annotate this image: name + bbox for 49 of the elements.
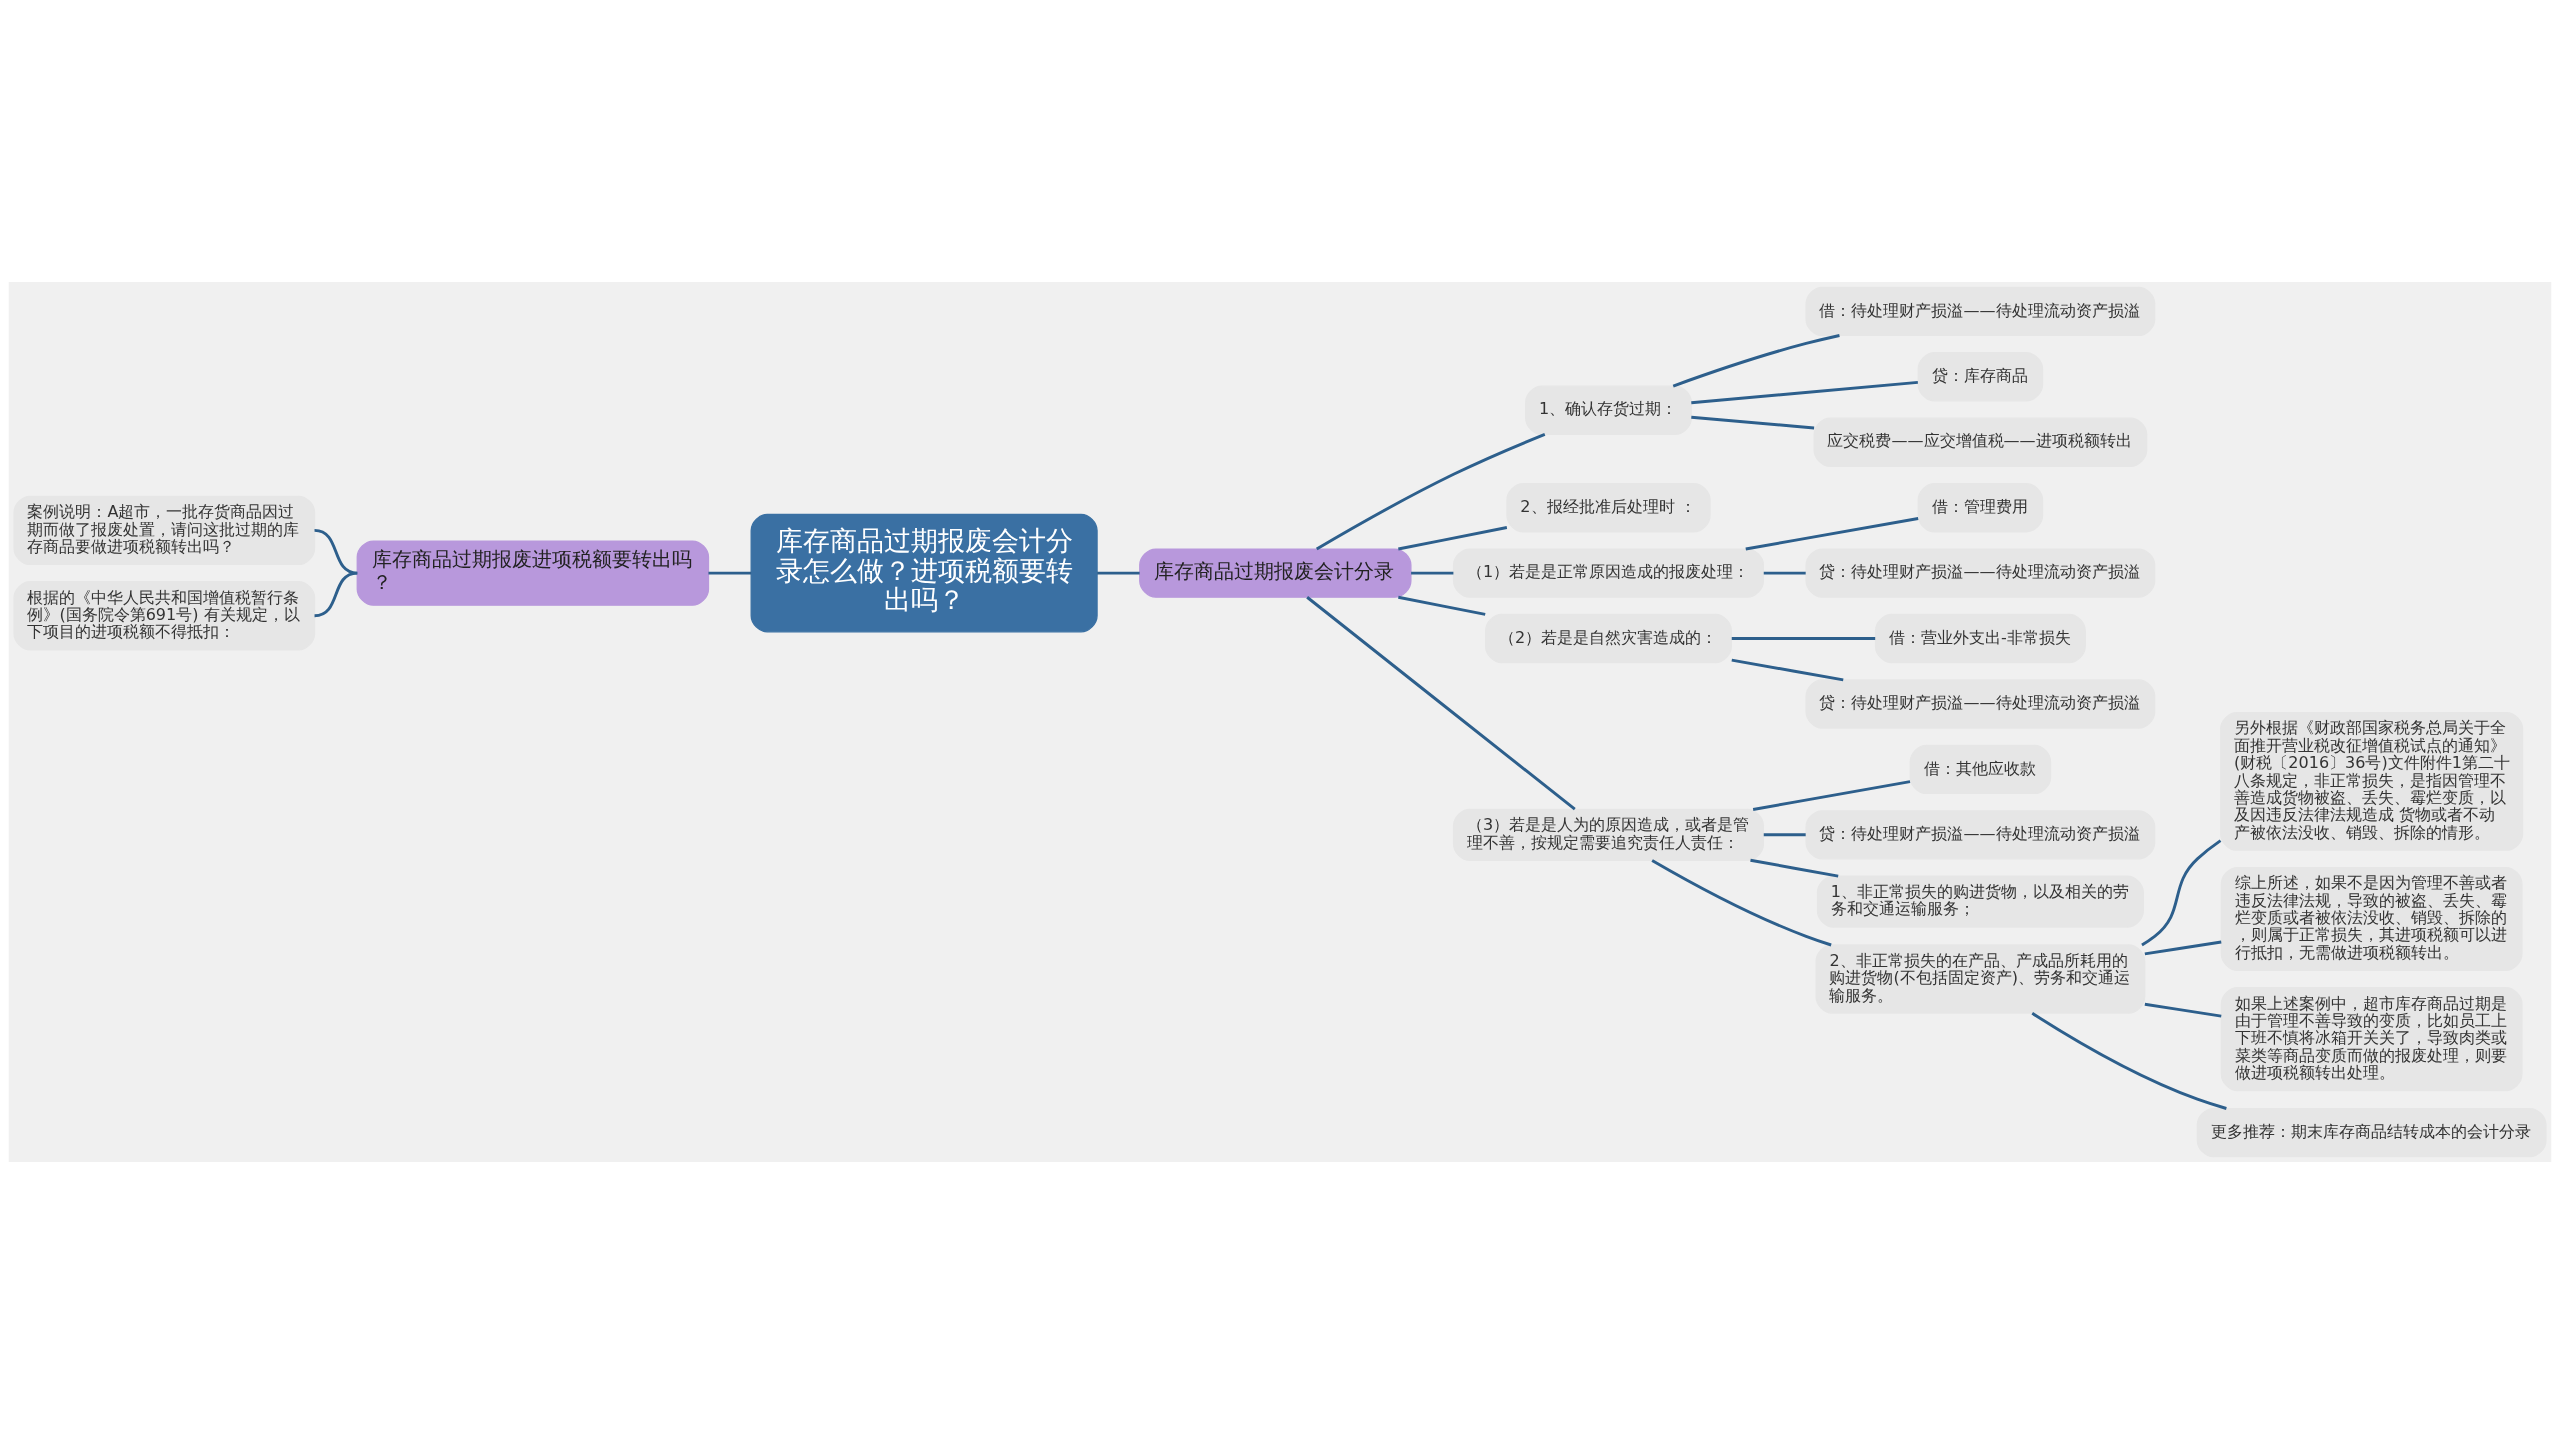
connector bbox=[1315, 432, 1546, 550]
node-box: 2、报经批准后处理时 ： bbox=[1506, 482, 1711, 532]
node-box: 贷：待处理财产损溢——待处理流动资产损溢 bbox=[1805, 547, 2156, 598]
connector bbox=[1731, 658, 1844, 681]
connector bbox=[1752, 779, 1911, 811]
connector bbox=[2031, 1011, 2227, 1110]
connector bbox=[314, 571, 358, 617]
connector bbox=[1306, 595, 1576, 810]
node-box: 2、非正常损失的在产品、产成品所耗用的购进货物(不包括固定资产)、劳务和交通运输服务。 bbox=[1815, 943, 2146, 1014]
node-box: 如果上述案例中，超市库存商品过期是由于管理不善导致的变质，比如员工上下班不慎将冰箱开关关了，导致肉类或菜类等商品变质而做的报废处理，则要做进项税额转出处理。 bbox=[2220, 986, 2523, 1091]
connector bbox=[1672, 333, 1840, 387]
connector bbox=[1731, 636, 1876, 640]
connector bbox=[1411, 571, 1454, 575]
connector bbox=[1750, 858, 1839, 878]
connector bbox=[1745, 516, 1919, 550]
connector bbox=[1763, 832, 1806, 836]
connector bbox=[1691, 380, 1918, 404]
node-box: 贷：待处理财产损溢——待处理流动资产损溢 bbox=[1805, 678, 2156, 729]
node-box: 借：其他应收款 bbox=[1909, 744, 2052, 794]
connector bbox=[1398, 595, 1486, 616]
connector bbox=[2144, 940, 2222, 955]
node-box: 借：待处理财产损溢——待处理流动资产损溢 bbox=[1805, 286, 2156, 336]
node-box: 根据的《中华人民共和国增值税暂行条例》(国务院令第691号) 有关规定，以下项目的进项税额不得抵扣： bbox=[13, 580, 316, 651]
connector bbox=[1763, 571, 1806, 575]
node-box: 借：管理费用 bbox=[1917, 482, 2044, 532]
node-box: 贷：库存商品 bbox=[1917, 351, 2044, 402]
node-box: 贷：待处理财产损溢——待处理流动资产损溢 bbox=[1805, 809, 2156, 860]
node-box: 1、确认存货过期： bbox=[1525, 385, 1692, 435]
connector bbox=[1398, 525, 1508, 550]
connector bbox=[1691, 415, 1815, 429]
connector bbox=[2144, 1002, 2222, 1018]
connector bbox=[314, 528, 358, 575]
node-box: （3）若是是人为的原因造成，或者是管理不善，按规定需要追究责任人责任： bbox=[1452, 808, 1765, 861]
node-box: 综上所述，如果不是因为管理不善或者违反法律法规，导致的被盗、丢失、霉烂变质或者被依法没收、销毁、拆除的，则属于正常损失，其进项税额可以进行抵扣，无需做进项税额转出。 bbox=[2220, 866, 2523, 971]
node-box: （2）若是是自然灾害造成的： bbox=[1484, 613, 1732, 663]
connector bbox=[1651, 858, 1832, 946]
node-box: 库存商品过期报废会计分录 bbox=[1139, 547, 1412, 598]
node-box: （1）若是是正常原因造成的报废处理： bbox=[1452, 547, 1765, 598]
node-box: 更多推荐：期末库存商品结转成本的会计分录 bbox=[2196, 1107, 2547, 1157]
node-box: 库存商品过期报废进项税额要转出吗？ bbox=[356, 539, 710, 606]
connector bbox=[708, 571, 752, 575]
node-box: 案例说明：A超市，一批存货商品因过期而做了报废处置，请问这批过期的库存商品要做进项税额转出吗？ bbox=[13, 495, 316, 565]
connector bbox=[2141, 838, 2222, 946]
node-box: 借：营业外支出-非常损失 bbox=[1874, 613, 2086, 663]
node-box: 另外根据《财政部国家税务总局关于全面推开营业税改征增值税试点的通知》(财税〔2016〕36号)文件附件1第二十八条规定，非正常损失，是指因管理不善造成货物被盗、丢失、霉烂变质，以及因违反法律法规造成 货物或者不动产被依法没收、销毁、拆除的情形。 bbox=[2220, 711, 2524, 851]
node-box: 1、非正常损失的购进货物，以及相关的劳务和交通运输服务； bbox=[1816, 875, 2144, 928]
node-box: 库存商品过期报废会计分录怎么做？进项税额要转出吗？ bbox=[750, 513, 1098, 633]
connector bbox=[1097, 571, 1140, 575]
node-box: 应交税费——应交增值税——进项税额转出 bbox=[1813, 417, 2148, 467]
